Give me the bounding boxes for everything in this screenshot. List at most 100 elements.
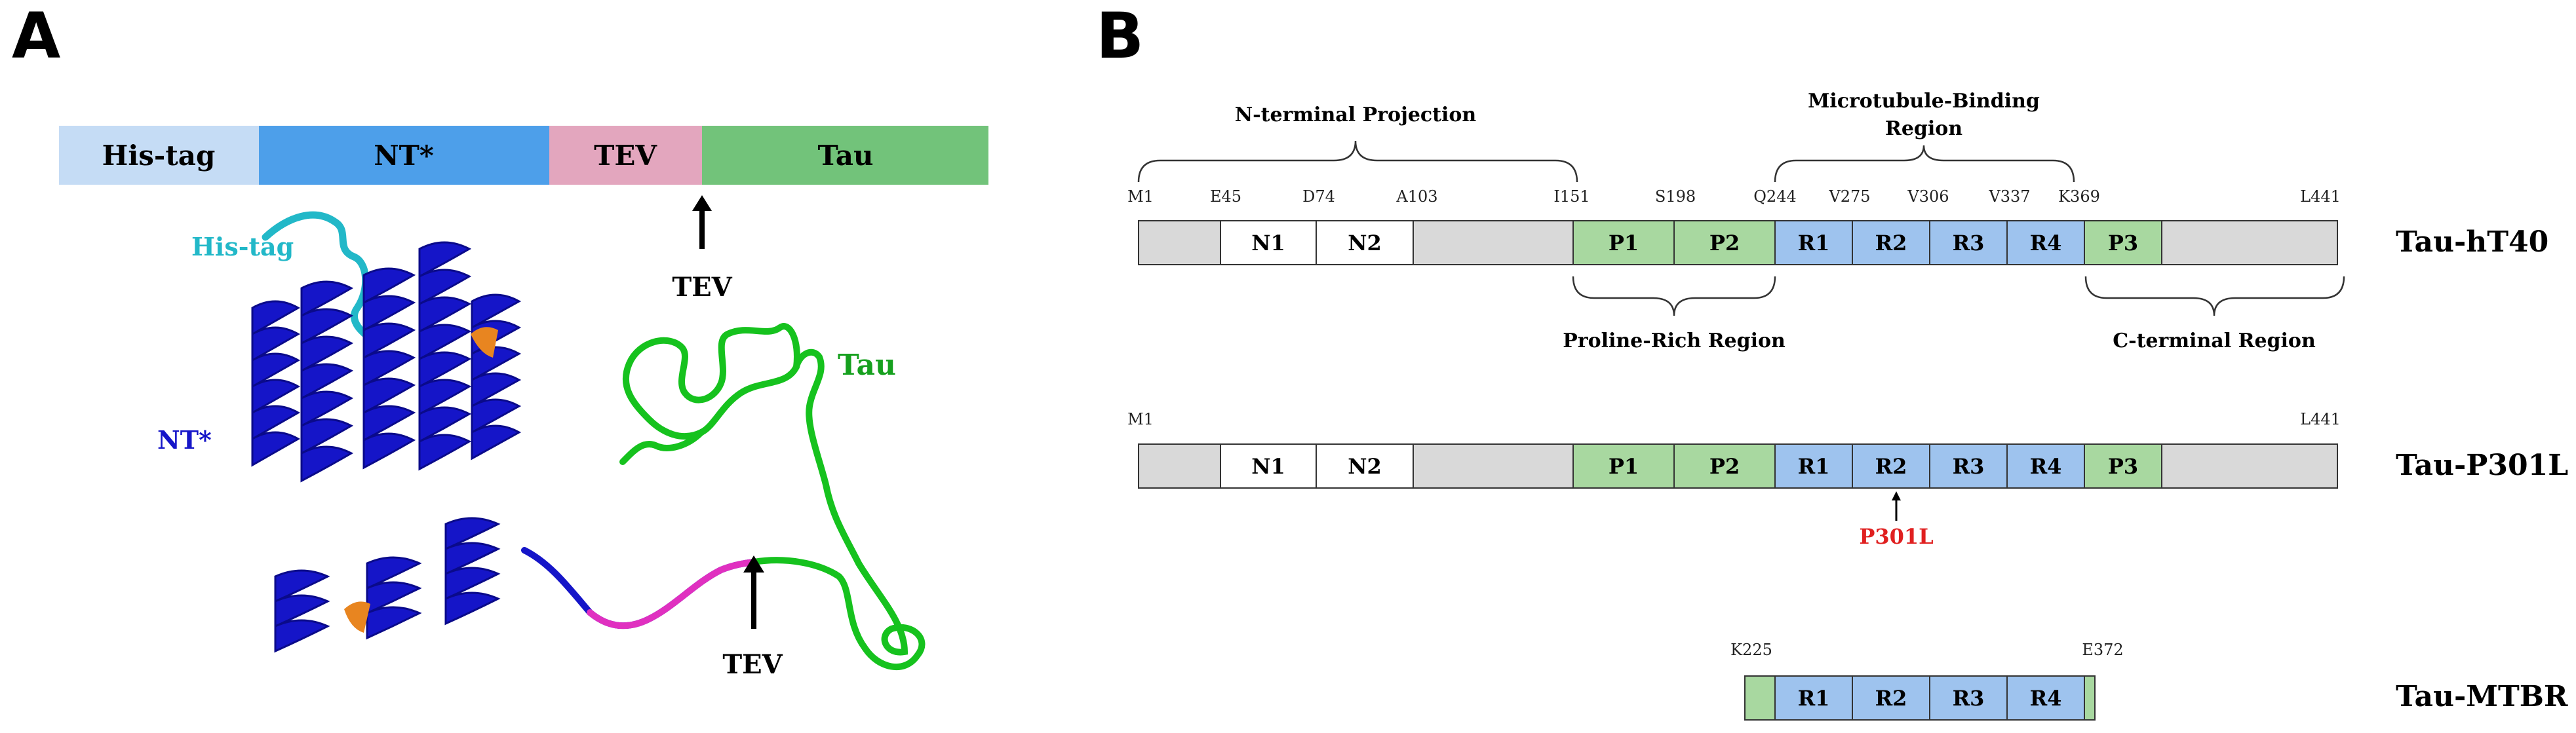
ht40-box-label: R3: [1953, 231, 1985, 255]
nt-segment-label: NT*: [374, 140, 434, 172]
mtbr-box-r3: [1929, 675, 2008, 721]
ht40-box-label: N2: [1348, 231, 1382, 255]
p301l-residue-start: M1: [1127, 410, 1154, 428]
panel-b-letter: B: [1096, 0, 1144, 73]
ht40-residue: I151: [1553, 187, 1590, 206]
ht40-box-labels: N1 N2 P1 P2 R1 R2 R3 R4 P3: [1251, 231, 2138, 255]
ht40-box-r4: [2006, 220, 2085, 265]
tev-segment-label: TEV: [594, 140, 657, 172]
tev-segment: [549, 126, 702, 185]
ht40-residue: S198: [1655, 187, 1696, 206]
p301l-box-p2: [1673, 443, 1776, 489]
p301l-bar: [1138, 443, 2338, 489]
tau-segment-label: Tau: [818, 140, 874, 172]
nt-highlight-bottom: [344, 601, 370, 633]
ht40-box-p2: [1673, 220, 1776, 265]
mutation-arrow: [1892, 491, 1901, 521]
his-tag-segment: [59, 126, 259, 185]
p301l-box-labels: N1 N2 P1 P2 R1 R2 R3 R4 P3: [1251, 454, 2138, 479]
construct-bar: His-tag NT* TEV Tau: [59, 126, 988, 185]
ht40-box-label: P1: [1609, 231, 1639, 255]
p301l-box-n1: [1220, 443, 1317, 489]
p301l-box-label: R2: [1875, 454, 1907, 479]
ht40-residue: E45: [1210, 187, 1241, 206]
p301l-grey-c: [2161, 443, 2338, 489]
n-terminal-brace: [1137, 140, 1578, 183]
ht40-box-label: N1: [1251, 231, 1285, 255]
mtbr-box-label: R2: [1875, 686, 1907, 711]
ht40-residue: D74: [1302, 187, 1335, 206]
tev-linker-coil: [587, 559, 757, 630]
tau-coil-tail: [619, 429, 705, 465]
ht40-residue: M1: [1127, 187, 1154, 206]
ht40-box-label: P2: [1709, 231, 1740, 255]
ht40-grey-c: [2161, 220, 2338, 265]
tau-structure-label: Tau: [838, 348, 896, 382]
his-tag-structure-label: His-tag: [191, 232, 294, 261]
proline-rich-region-label: Proline-Rich Region: [1563, 329, 1786, 352]
p301l-box-r1: [1774, 443, 1853, 489]
protein-structure-illustration: [251, 211, 926, 670]
ht40-box-n2: [1316, 220, 1414, 265]
mtbr-p3-stub: [2084, 675, 2096, 721]
ht40-box-r3: [1929, 220, 2008, 265]
p301l-box-label: P2: [1709, 454, 1740, 479]
tev-structure-label: TEV: [722, 649, 783, 680]
ht40-residue: Q244: [1753, 187, 1796, 206]
microtubule-region-label-line2: Region: [1885, 117, 1962, 140]
ht40-box-p1: [1572, 220, 1675, 265]
tau-segment: [702, 126, 988, 185]
nt-segment: [259, 126, 549, 185]
ht40-box-label: R1: [1798, 231, 1830, 255]
ht40-residue: V337: [1988, 187, 2030, 206]
n-terminal-region-label: N-terminal Projection: [1235, 103, 1477, 126]
ht40-box-p3: [2084, 220, 2162, 265]
mtbr-box-label: R3: [1953, 686, 1985, 711]
ht40-name: Tau-hT40: [2396, 225, 2548, 259]
mtbr-residue-end: E372: [2082, 641, 2123, 659]
p301l-grey-mid: [1413, 443, 1574, 489]
p301l-box-label: N1: [1251, 454, 1285, 479]
mtbr-residue-start: K225: [1730, 641, 1772, 659]
mtbr-box-r2: [1852, 675, 1930, 721]
nt-helix-bundle: [251, 241, 522, 653]
ht40-box-label: P3: [2108, 231, 2138, 255]
p301l-box-n2: [1316, 443, 1414, 489]
his-tag-segment-label: His-tag: [102, 140, 216, 172]
p301l-box-r4: [2006, 443, 2085, 489]
ht40-grey-n: [1138, 220, 1221, 265]
tev-site-arrow: [692, 195, 712, 249]
mtbr-box-label: R1: [1798, 686, 1830, 711]
mtbr-box-label: R4: [2030, 686, 2062, 711]
p301l-box-label: R1: [1798, 454, 1830, 479]
proline-rich-brace: [1572, 276, 1776, 316]
microtubule-region-label-line1: Microtubule-Binding: [1808, 90, 2040, 113]
ht40-box-r1: [1774, 220, 1853, 265]
mutation-label: P301L: [1859, 524, 1933, 549]
p301l-box-label: R4: [2030, 454, 2062, 479]
nt-structure-label: NT*: [157, 425, 212, 455]
ht40-grey-mid: [1413, 220, 1574, 265]
p301l-box-label: R3: [1953, 454, 1985, 479]
mtbr-box-labels: R1 R2 R3 R4: [1798, 686, 2062, 711]
nt-linker-coil: [521, 547, 757, 630]
panel-a-letter: A: [12, 0, 60, 73]
mtbr-name: Tau-MTBR: [2396, 680, 2568, 713]
region-braces: [1137, 140, 2345, 316]
tev-site-label: TEV: [672, 272, 732, 303]
p301l-grey-n: [1138, 443, 1221, 489]
ht40-box-label: R2: [1875, 231, 1907, 255]
ht40-residue: V306: [1907, 187, 1949, 206]
p301l-name: Tau-P301L: [2396, 449, 2568, 482]
ht40-residue: V275: [1828, 187, 1870, 206]
microtubule-brace: [1774, 145, 2075, 183]
tau-coil-main: [751, 348, 926, 670]
mtbr-box-r1: [1774, 675, 1853, 721]
c-terminal-region-label: C-terminal Region: [2113, 329, 2316, 352]
c-terminal-brace: [2084, 276, 2345, 316]
ht40-box-n1: [1220, 220, 1317, 265]
p301l-box-r2: [1852, 443, 1930, 489]
ht40-bar: [1138, 220, 2338, 265]
p301l-box-label: P3: [2108, 454, 2138, 479]
